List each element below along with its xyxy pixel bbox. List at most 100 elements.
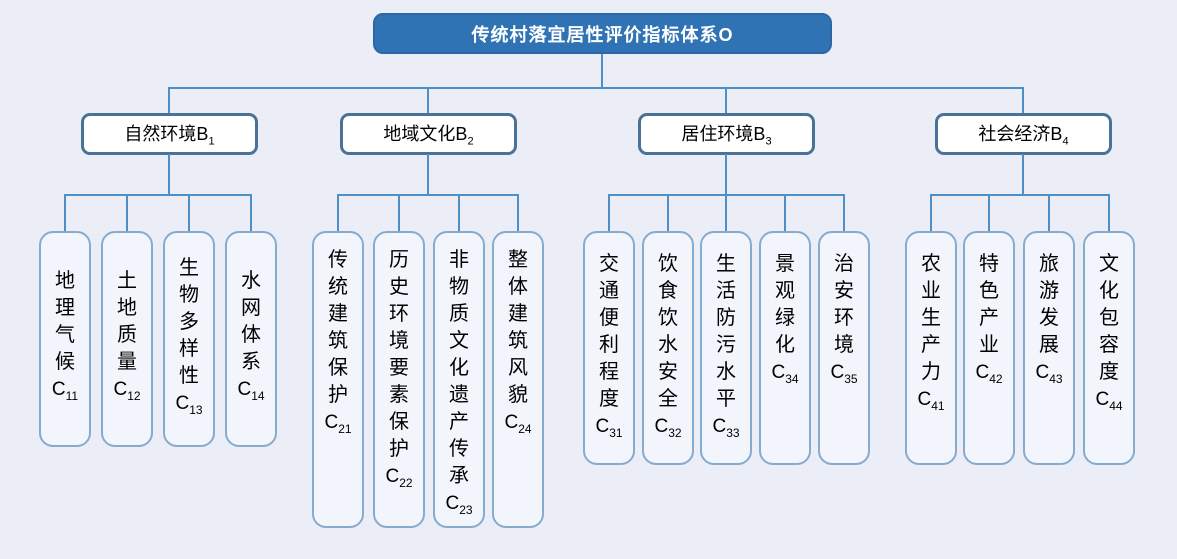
leaf-node-code: C32: [654, 416, 682, 440]
leaf-node-char: 色: [979, 280, 999, 302]
connector-line: [667, 195, 669, 231]
connector-line: [188, 195, 190, 231]
leaf-node-char: 度: [599, 388, 619, 410]
leaf-node-char: 筑: [508, 330, 528, 352]
leaf-node-code: C31: [595, 416, 623, 440]
connector-line: [337, 194, 519, 196]
connector-line: [1022, 88, 1024, 113]
connector-line: [608, 195, 610, 231]
connector-line: [930, 195, 932, 231]
leaf-node-char: 历: [389, 249, 409, 271]
leaf-node-char: 平: [716, 388, 736, 410]
leaf-node-char: 利: [599, 334, 619, 356]
leaf-node-char: 性: [179, 364, 199, 387]
leaf-node-code: C33: [712, 416, 740, 440]
leaf-node-char: 化: [449, 357, 469, 379]
leaf-node-code: C14: [237, 379, 265, 403]
connector-line: [458, 195, 460, 231]
leaf-node-char: 防: [716, 307, 736, 329]
leaf-node-char: 产: [979, 307, 999, 329]
leaf-node-char: 食: [658, 280, 678, 302]
leaf-node-code: C21: [324, 412, 352, 436]
leaf-node-char: 通: [599, 280, 619, 302]
leaf-node-char: 生: [921, 307, 941, 329]
leaf-node-code: C43: [1035, 362, 1063, 386]
leaf-node-char: 保: [328, 357, 348, 379]
leaf-node-char: 度: [1099, 361, 1119, 383]
leaf-node-char: 文: [449, 330, 469, 352]
leaf-node-char: 地: [117, 297, 137, 320]
leaf-node-char: 素: [389, 384, 409, 406]
connector-line: [843, 195, 845, 231]
branch-node-label: 地域文化B2: [383, 124, 474, 148]
connector-line: [988, 195, 990, 231]
connector-line: [601, 54, 603, 88]
leaf-node-char: 物: [179, 283, 199, 306]
branch-node-b2: 地域文化B2: [340, 113, 517, 155]
leaf-node-char: 承: [449, 465, 469, 487]
leaf-node-char: 环: [834, 307, 854, 329]
branch-node-b1: 自然环境B1: [81, 113, 258, 155]
connector-line: [427, 88, 429, 113]
leaf-node-char: 饮: [658, 253, 678, 275]
root-node: 传统村落宜居性评价指标体系O: [373, 13, 832, 54]
leaf-node-char: 文: [1099, 253, 1119, 275]
leaf-node-char: 污: [716, 334, 736, 356]
leaf-node-char: 筑: [328, 330, 348, 352]
connector-line: [337, 195, 339, 231]
leaf-node-char: 境: [389, 330, 409, 352]
leaf-node-char: 力: [921, 361, 941, 383]
leaf-node-code: C12: [113, 379, 141, 403]
connector-line: [930, 194, 1110, 196]
leaf-node-char: 传: [449, 438, 469, 460]
leaf-node-char: 产: [921, 334, 941, 356]
leaf-node-code: C23: [445, 493, 473, 517]
leaf-node-char: 貌: [508, 384, 528, 406]
leaf-node-char: 生: [716, 253, 736, 275]
leaf-node-char: 地: [55, 270, 75, 293]
leaf-node-char: 程: [599, 361, 619, 383]
leaf-node-char: 护: [328, 384, 348, 406]
branch-node-label: 自然环境B1: [124, 124, 215, 148]
leaf-node-char: 体: [508, 276, 528, 298]
leaf-node-char: 系: [241, 351, 261, 374]
leaf-node-char: 游: [1039, 280, 1059, 302]
leaf-node-char: 水: [716, 361, 736, 383]
leaf-node-char: 饮: [658, 307, 678, 329]
connector-line: [725, 195, 727, 231]
leaf-node-char: 要: [389, 357, 409, 379]
connector-line: [398, 195, 400, 231]
leaf-node-char: 安: [658, 361, 678, 383]
leaf-node-char: 特: [979, 253, 999, 275]
leaf-node-char: 量: [117, 351, 137, 374]
leaf-node-char: 水: [658, 334, 678, 356]
leaf-node-char: 旅: [1039, 253, 1059, 275]
connector-line: [517, 195, 519, 231]
leaf-node-char: 产: [449, 411, 469, 433]
leaf-node-char: 绿: [775, 307, 795, 329]
leaf-node-char: 环: [389, 303, 409, 325]
leaf-node-char: 观: [775, 280, 795, 302]
leaf-node-char: 发: [1039, 307, 1059, 329]
leaf-node-code: C13: [175, 392, 203, 417]
leaf-node-char: 治: [834, 253, 854, 275]
leaf-node-code: C24: [504, 412, 532, 436]
connector-line: [1022, 154, 1024, 195]
connector-line: [427, 154, 429, 195]
leaf-node-char: 非: [449, 249, 469, 271]
leaf-node-char: 体: [241, 324, 261, 347]
